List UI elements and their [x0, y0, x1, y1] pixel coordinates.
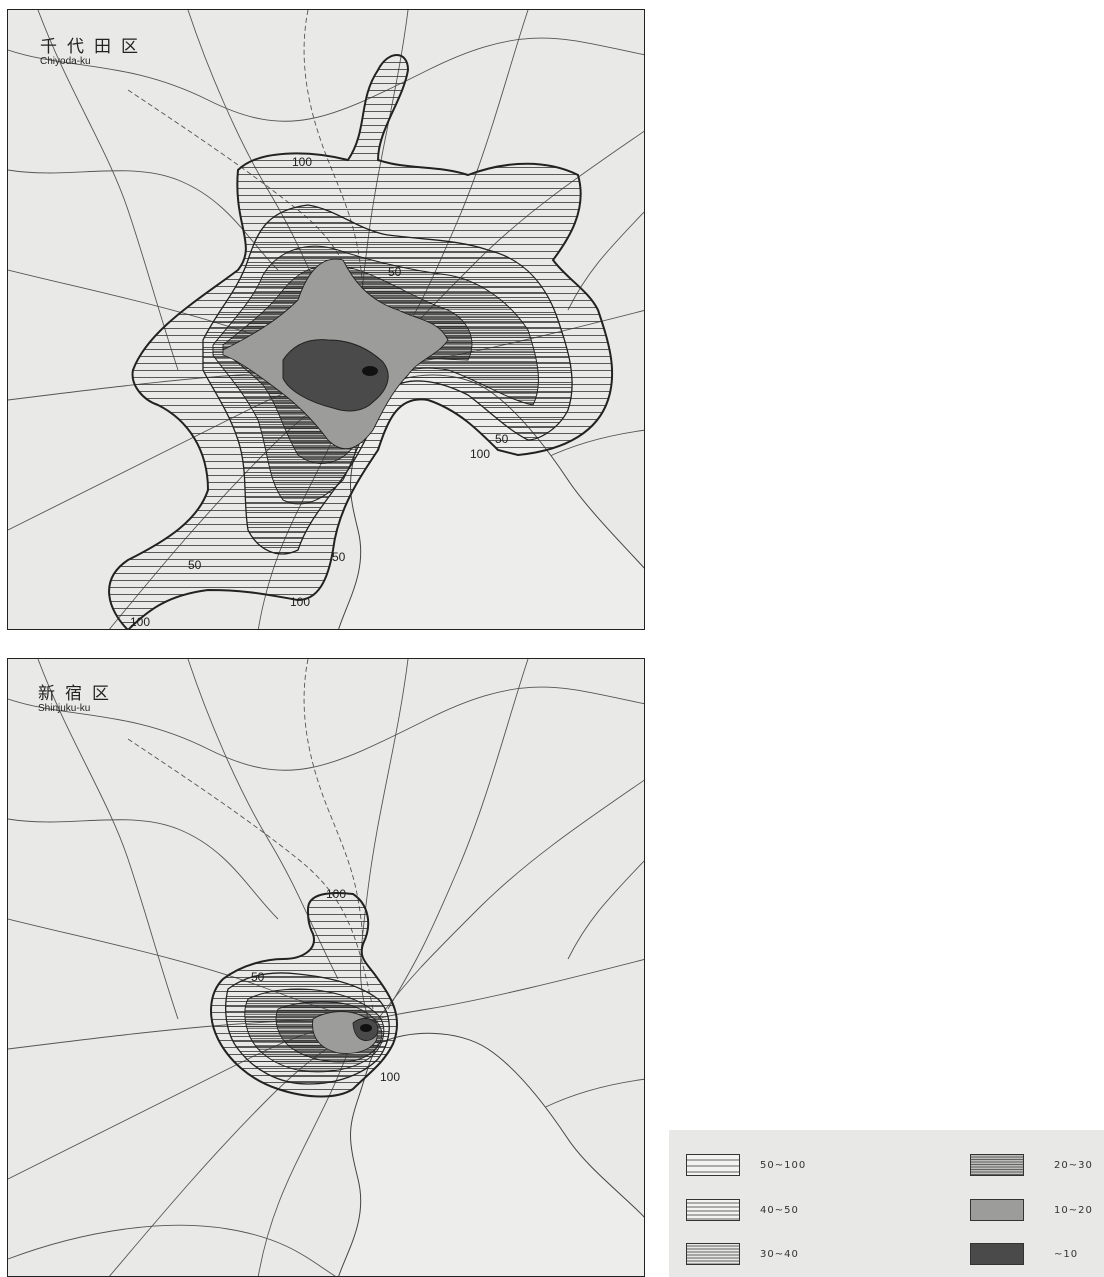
map-shinjuku-canvas: 100 50 100 — [8, 659, 644, 1276]
legend-swatch-50-100 — [686, 1154, 740, 1176]
map-subtitle: Shinjuku-ku — [38, 703, 91, 714]
bay — [338, 1032, 644, 1276]
legend-swatch-under-10 — [970, 1243, 1024, 1265]
legend-item: 10~20 — [970, 1199, 1093, 1221]
map-chiyoda: 100 50 50 100 50 50 100 100 千代田区 Chiyoda… — [7, 9, 645, 630]
legend-swatch-30-40 — [686, 1243, 740, 1265]
contour-label: 50 — [188, 558, 202, 572]
map-subtitle: Chiyoda-ku — [40, 56, 91, 67]
contour-label: 50 — [388, 265, 402, 279]
legend-label: 30~40 — [760, 1248, 799, 1260]
legend-label: 10~20 — [1054, 1204, 1093, 1216]
legend-item: 30~40 — [686, 1243, 799, 1265]
legend: 50~100 40~50 30~40 20~30 10~20 ~10 — [669, 1130, 1104, 1277]
contour-label: 100 — [292, 155, 312, 169]
center-point — [362, 366, 378, 376]
legend-label: 50~100 — [760, 1159, 807, 1171]
contour-label: 50 — [495, 432, 509, 446]
legend-swatch-20-30 — [970, 1154, 1024, 1176]
legend-item: 40~50 — [686, 1199, 799, 1221]
contour-label: 100 — [326, 887, 346, 901]
map-title: 千代田区 — [40, 37, 148, 57]
legend-swatch-10-20 — [970, 1199, 1024, 1221]
map-shinjuku: 100 50 100 新宿区 Shinjuku-ku — [7, 658, 645, 1277]
contour-label: 50 — [251, 970, 265, 984]
contour-under-10 — [282, 339, 389, 412]
contour-label: 100 — [130, 615, 150, 629]
map-chiyoda-canvas: 100 50 50 100 50 50 100 100 — [8, 10, 644, 629]
contour-label: 100 — [290, 595, 310, 609]
legend-swatch-40-50 — [686, 1199, 740, 1221]
contour-label: 50 — [332, 550, 346, 564]
contour-label: 100 — [470, 447, 490, 461]
legend-label: 20~30 — [1054, 1159, 1093, 1171]
legend-item: 50~100 — [686, 1154, 806, 1176]
contour-label: 100 — [380, 1070, 400, 1084]
center-point — [360, 1024, 372, 1032]
legend-label: 40~50 — [760, 1204, 799, 1216]
legend-label: ~10 — [1054, 1248, 1079, 1260]
legend-item: 20~30 — [970, 1154, 1093, 1176]
map-title: 新宿区 — [38, 684, 119, 704]
legend-item: ~10 — [970, 1243, 1078, 1265]
